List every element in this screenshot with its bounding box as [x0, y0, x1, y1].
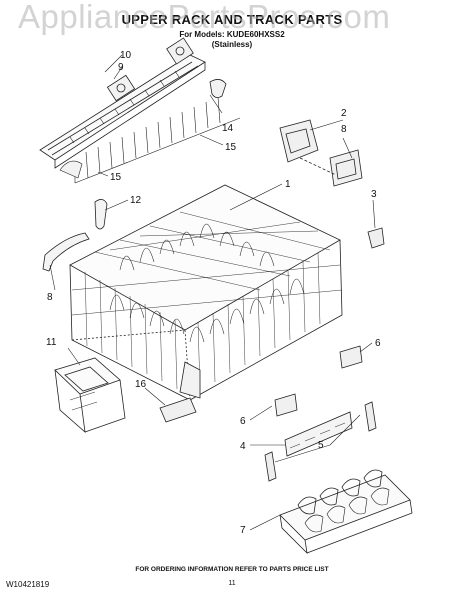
page-title: UPPER RACK AND TRACK PARTS — [121, 12, 343, 27]
callout-label: 11 — [46, 337, 57, 348]
rack-bottom-tray — [279, 469, 413, 555]
callout-label: 12 — [130, 195, 142, 206]
wash-tray-part — [54, 357, 126, 434]
callout-label: 16 — [135, 379, 147, 390]
clip-part-16 — [159, 397, 197, 423]
callout-label: 5 — [318, 440, 324, 451]
callout-leader-lines — [49, 54, 376, 531]
clip-part-15 — [209, 79, 227, 98]
clip-part-3 — [367, 227, 385, 249]
callout-label: 4 — [240, 441, 246, 452]
rack-track-rail — [39, 37, 206, 169]
callout-label: 2 — [341, 108, 347, 119]
rack-adjuster-assembly — [279, 119, 363, 187]
callout-labels: 10 9 14 15 15 12 8 1 2 8 3 11 16 6 6 4 5… — [46, 50, 381, 536]
page-number: 11 — [228, 580, 236, 587]
callout-label: 15 — [110, 172, 122, 183]
callout-label: 1 — [285, 179, 291, 190]
callout-label: 6 — [240, 416, 246, 427]
callout-label: 15 — [225, 142, 237, 153]
ordering-note: FOR ORDERING INFORMATION REFER TO PARTS … — [135, 566, 329, 573]
tine-clip-part — [94, 199, 108, 230]
fold-down-tine-row — [59, 96, 241, 184]
callout-label: 6 — [375, 338, 381, 349]
callout-label: 14 — [222, 123, 234, 134]
model-line: For Models: KUDE60HXSS2 — [179, 30, 285, 39]
finish-line: (Stainless) — [211, 40, 253, 49]
document-number: W10421819 — [6, 580, 50, 589]
callout-label: 10 — [120, 50, 132, 61]
upper-rack-basket — [69, 184, 343, 401]
callout-label: 3 — [371, 189, 377, 200]
rack-positioner-parts — [264, 345, 377, 482]
rack-bumper-part — [42, 232, 90, 272]
callout-label: 7 — [240, 525, 246, 536]
callout-label: 9 — [118, 62, 124, 73]
callout-label: 8 — [47, 292, 53, 303]
callout-label: 8 — [341, 124, 347, 135]
